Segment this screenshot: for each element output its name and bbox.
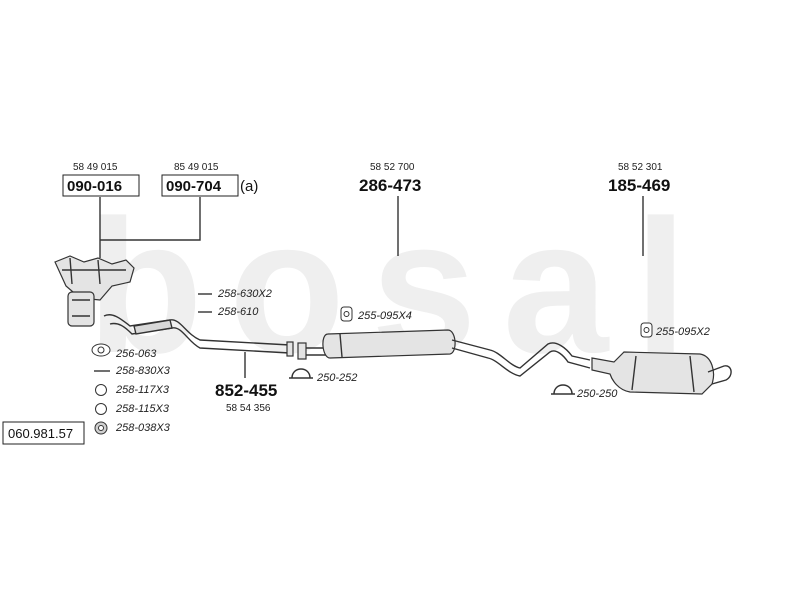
rear-silencer-oe: 58 52 301 [618,162,663,173]
catalog-box [2,421,85,445]
catalog-number: 060.981.57 [8,426,73,441]
middle-silencer[interactable] [297,329,591,377]
front-pipe-code[interactable]: 852-455 [215,381,277,400]
middle-silencer-code[interactable]: 286-473 [359,176,421,195]
acc-a8[interactable]: 250-252 [316,372,357,384]
acc-a4[interactable]: 258-830X3 [115,365,171,377]
manifold-catalyst[interactable] [54,255,135,327]
hanger-icon [640,322,653,338]
manifold-a-box [62,174,140,197]
manifold-b-note: (a) [240,178,258,195]
front-pipe-end [286,341,294,357]
front-pipe-oe: 58 54 356 [226,403,271,414]
manifold-b-code[interactable]: 090-704 [166,178,222,195]
manifold-a-code[interactable]: 090-016 [67,178,122,195]
acc-a2[interactable]: 258-610 [217,306,259,318]
rear-silencer[interactable] [591,351,732,395]
acc-a10[interactable]: 255-095X2 [655,326,710,338]
acc-a6[interactable]: 258-115X3 [115,403,170,415]
nut-icon [94,421,108,435]
watermark: bosal [87,181,713,393]
acc-a3[interactable]: 256-063 [115,348,157,360]
rear-silencer-code[interactable]: 185-469 [608,176,670,195]
acc-a1[interactable]: 258-630X2 [217,288,272,300]
clamp-icon [551,384,575,395]
clamp-icon [289,368,313,379]
manifold-b-oe: 85 49 015 [174,162,219,173]
acc-a9[interactable]: 255-095X4 [357,310,412,322]
ring-icon [95,403,107,415]
manifold-b-box [161,174,239,197]
gasket-icon [91,343,111,357]
manifold-bracket [99,197,201,258]
ring-icon [95,384,107,396]
hanger-icon [340,306,353,322]
middle-silencer-oe: 58 52 700 [370,162,415,173]
manifold-a-oe: 58 49 015 [73,162,118,173]
acc-a7[interactable]: 258-038X3 [115,422,171,434]
acc-a11[interactable]: 250-250 [576,388,618,400]
acc-a5[interactable]: 258-117X3 [115,384,170,396]
front-pipe-flex [133,319,173,335]
